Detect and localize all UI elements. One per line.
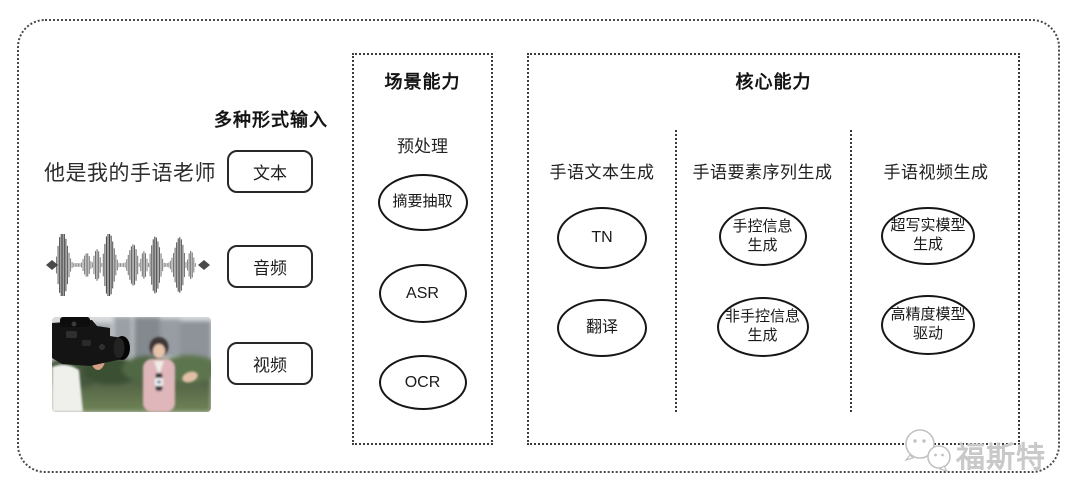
video-thumbnail [52, 317, 211, 412]
column-label: 手语视频生成 [883, 163, 989, 182]
node-ocr: OCR [378, 355, 467, 410]
audio-waveform-icon [46, 231, 210, 299]
node-high-precision-model-driving: 高精度模型 驱动 [881, 295, 975, 355]
scene-capability-box: 场景能力 预处理 摘要抽取 ASR OCR [352, 53, 493, 445]
scene-box-title: 场景能力 [384, 72, 461, 92]
sample-sentence-text: 他是我的手语老师 [44, 162, 216, 185]
node-non-manual-info-generation: 非手控信息 生成 [716, 297, 809, 357]
node-translation: 翻译 [557, 299, 647, 357]
foreground-camera [52, 317, 130, 412]
core-column-text-generation: 手语文本生成 TN 翻译 [529, 55, 675, 443]
watermark-text: 福斯特 [956, 442, 1047, 474]
node-manual-info-generation: 手控信息 生成 [718, 207, 807, 266]
column-divider-1 [675, 130, 677, 412]
reporter-figure [143, 337, 198, 412]
node-asr: ASR [378, 264, 467, 323]
core-column-element-sequence: 手语要素序列生成 手控信息 生成 非手控信息 生成 [675, 55, 850, 443]
node-hyperrealistic-model-generation: 超写实模型 生成 [881, 207, 975, 265]
watermark: 福斯特 [892, 424, 1062, 479]
core-column-video-generation: 手语视频生成 超写实模型 生成 高精度模型 驱动 [850, 55, 1022, 443]
chat-bubbles-logo [904, 429, 951, 472]
input-type-video-box: 视频 [227, 342, 313, 385]
preprocess-label: 预处理 [397, 137, 448, 156]
column-label: 手语要素序列生成 [692, 163, 833, 182]
outer-dotted-frame [17, 19, 1060, 473]
node-summary-extraction: 摘要抽取 [377, 174, 468, 231]
core-capability-box: 核心能力 手语文本生成 TN 翻译 手语要素序列生成 手控信息 生成 非手控信息… [527, 53, 1020, 445]
column-label: 手语文本生成 [549, 163, 655, 182]
input-section-header: 多种形式输入 [214, 110, 328, 130]
core-box-title: 核心能力 [735, 72, 812, 92]
input-type-audio-box: 音频 [227, 245, 313, 288]
column-divider-2 [850, 130, 852, 412]
node-tn: TN [557, 207, 647, 269]
input-type-text-box: 文本 [227, 150, 313, 193]
